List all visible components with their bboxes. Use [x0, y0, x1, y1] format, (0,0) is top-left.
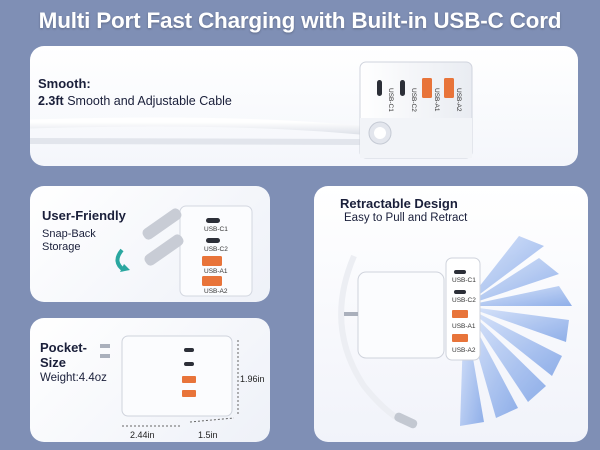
port-label: USB-C2: [452, 297, 476, 304]
usb-c2-port: [184, 362, 194, 366]
depth-dim-line: [189, 417, 235, 423]
weight-label: Weight:4.4oz: [40, 372, 107, 384]
charger-body: [121, 335, 233, 417]
usb-c-plug: [394, 412, 418, 429]
smooth-description: 2.3ft Smooth and Adjustable Cable: [38, 94, 232, 108]
title-line: Pocket-: [40, 340, 87, 355]
port-label: USB-C1: [387, 88, 394, 112]
user-friendly-title: User-Friendly: [42, 208, 126, 223]
plug-prong: [100, 354, 110, 358]
cable: [30, 117, 395, 141]
usb-a1-port: [422, 78, 432, 98]
smooth-title: Smooth:: [38, 76, 91, 91]
port-label: USB-A1: [204, 268, 228, 275]
port-label: USB-C2: [204, 246, 228, 253]
depth-label: 1.5in: [198, 430, 218, 440]
height-label: 1.96in: [240, 374, 265, 384]
usb-c1-port: [454, 270, 466, 274]
usb-a1-port: [182, 376, 196, 383]
port-label: USB-C1: [452, 277, 476, 284]
port-label: USB-A1: [452, 323, 476, 330]
port-label: USB-A1: [433, 88, 440, 112]
pocket-size-panel: Pocket- Size Weight:4.4oz 1.96in 2.44in …: [30, 318, 270, 442]
usb-c1-port: [206, 218, 220, 223]
cable-shadow: [30, 138, 361, 145]
port-label: USB-C1: [204, 226, 228, 233]
usb-c2-port: [400, 80, 405, 96]
usb-c2-port: [454, 290, 466, 294]
user-friendly-panel: User-Friendly Snap-Back Storage USB-C1 U…: [30, 186, 270, 302]
usb-c-plug: [144, 234, 184, 266]
retractable-title: Retractable Design: [340, 196, 458, 211]
charger-body: [357, 271, 445, 359]
port-label: USB-A2: [204, 288, 228, 295]
desc-line: Snap-Back: [42, 228, 96, 240]
desc-line: Storage: [42, 241, 81, 253]
title-line: Size: [40, 355, 67, 370]
usb-a2-port: [452, 334, 468, 342]
fan-rays: [460, 236, 572, 426]
usb-c1-port: [184, 348, 194, 352]
usb-a1-port: [202, 256, 222, 266]
usb-c1-port: [377, 80, 382, 96]
pocket-title: Pocket- Size: [40, 340, 100, 370]
width-label: 2.44in: [130, 430, 155, 440]
port-label: USB-C2: [410, 88, 417, 112]
headline: Multi Port Fast Charging with Built-in U…: [38, 8, 562, 33]
port-label: USB-A2: [455, 88, 462, 112]
port-label: USB-A2: [452, 347, 476, 354]
usb-a2-port: [444, 78, 454, 98]
usb-a2-port: [182, 390, 196, 397]
charger-body: [179, 205, 253, 297]
usb-a2-port: [202, 276, 222, 286]
usb-c-plug: [142, 208, 182, 240]
cable: [338, 254, 404, 424]
snap-back-illustration: USB-C1 USB-C2 USB-A1 USB-A2: [115, 205, 253, 297]
dimension-illustration: 1.96in 2.44in 1.5in: [100, 335, 265, 440]
usb-a1-port: [452, 310, 468, 318]
smooth-cable-panel: Smooth: 2.3ft Smooth and Adjustable Cabl…: [30, 46, 578, 166]
cable-description: Smooth and Adjustable Cable: [67, 94, 232, 108]
cable-length: 2.3ft: [38, 94, 64, 108]
plug-prong: [344, 312, 358, 316]
retractable-illustration: USB-C1 USB-C2 USB-A1 USB-A2: [338, 236, 572, 429]
retractable-panel: Retractable Design Easy to Pull and Retr…: [314, 186, 588, 442]
user-friendly-description: Snap-Back Storage: [42, 228, 122, 254]
retractable-description: Easy to Pull and Retract: [344, 212, 468, 224]
plug-prong: [100, 344, 110, 348]
usb-c2-port: [206, 238, 220, 243]
charger-side-illustration: USB-C1 USB-C2 USB-A1 USB-A2: [30, 61, 473, 159]
